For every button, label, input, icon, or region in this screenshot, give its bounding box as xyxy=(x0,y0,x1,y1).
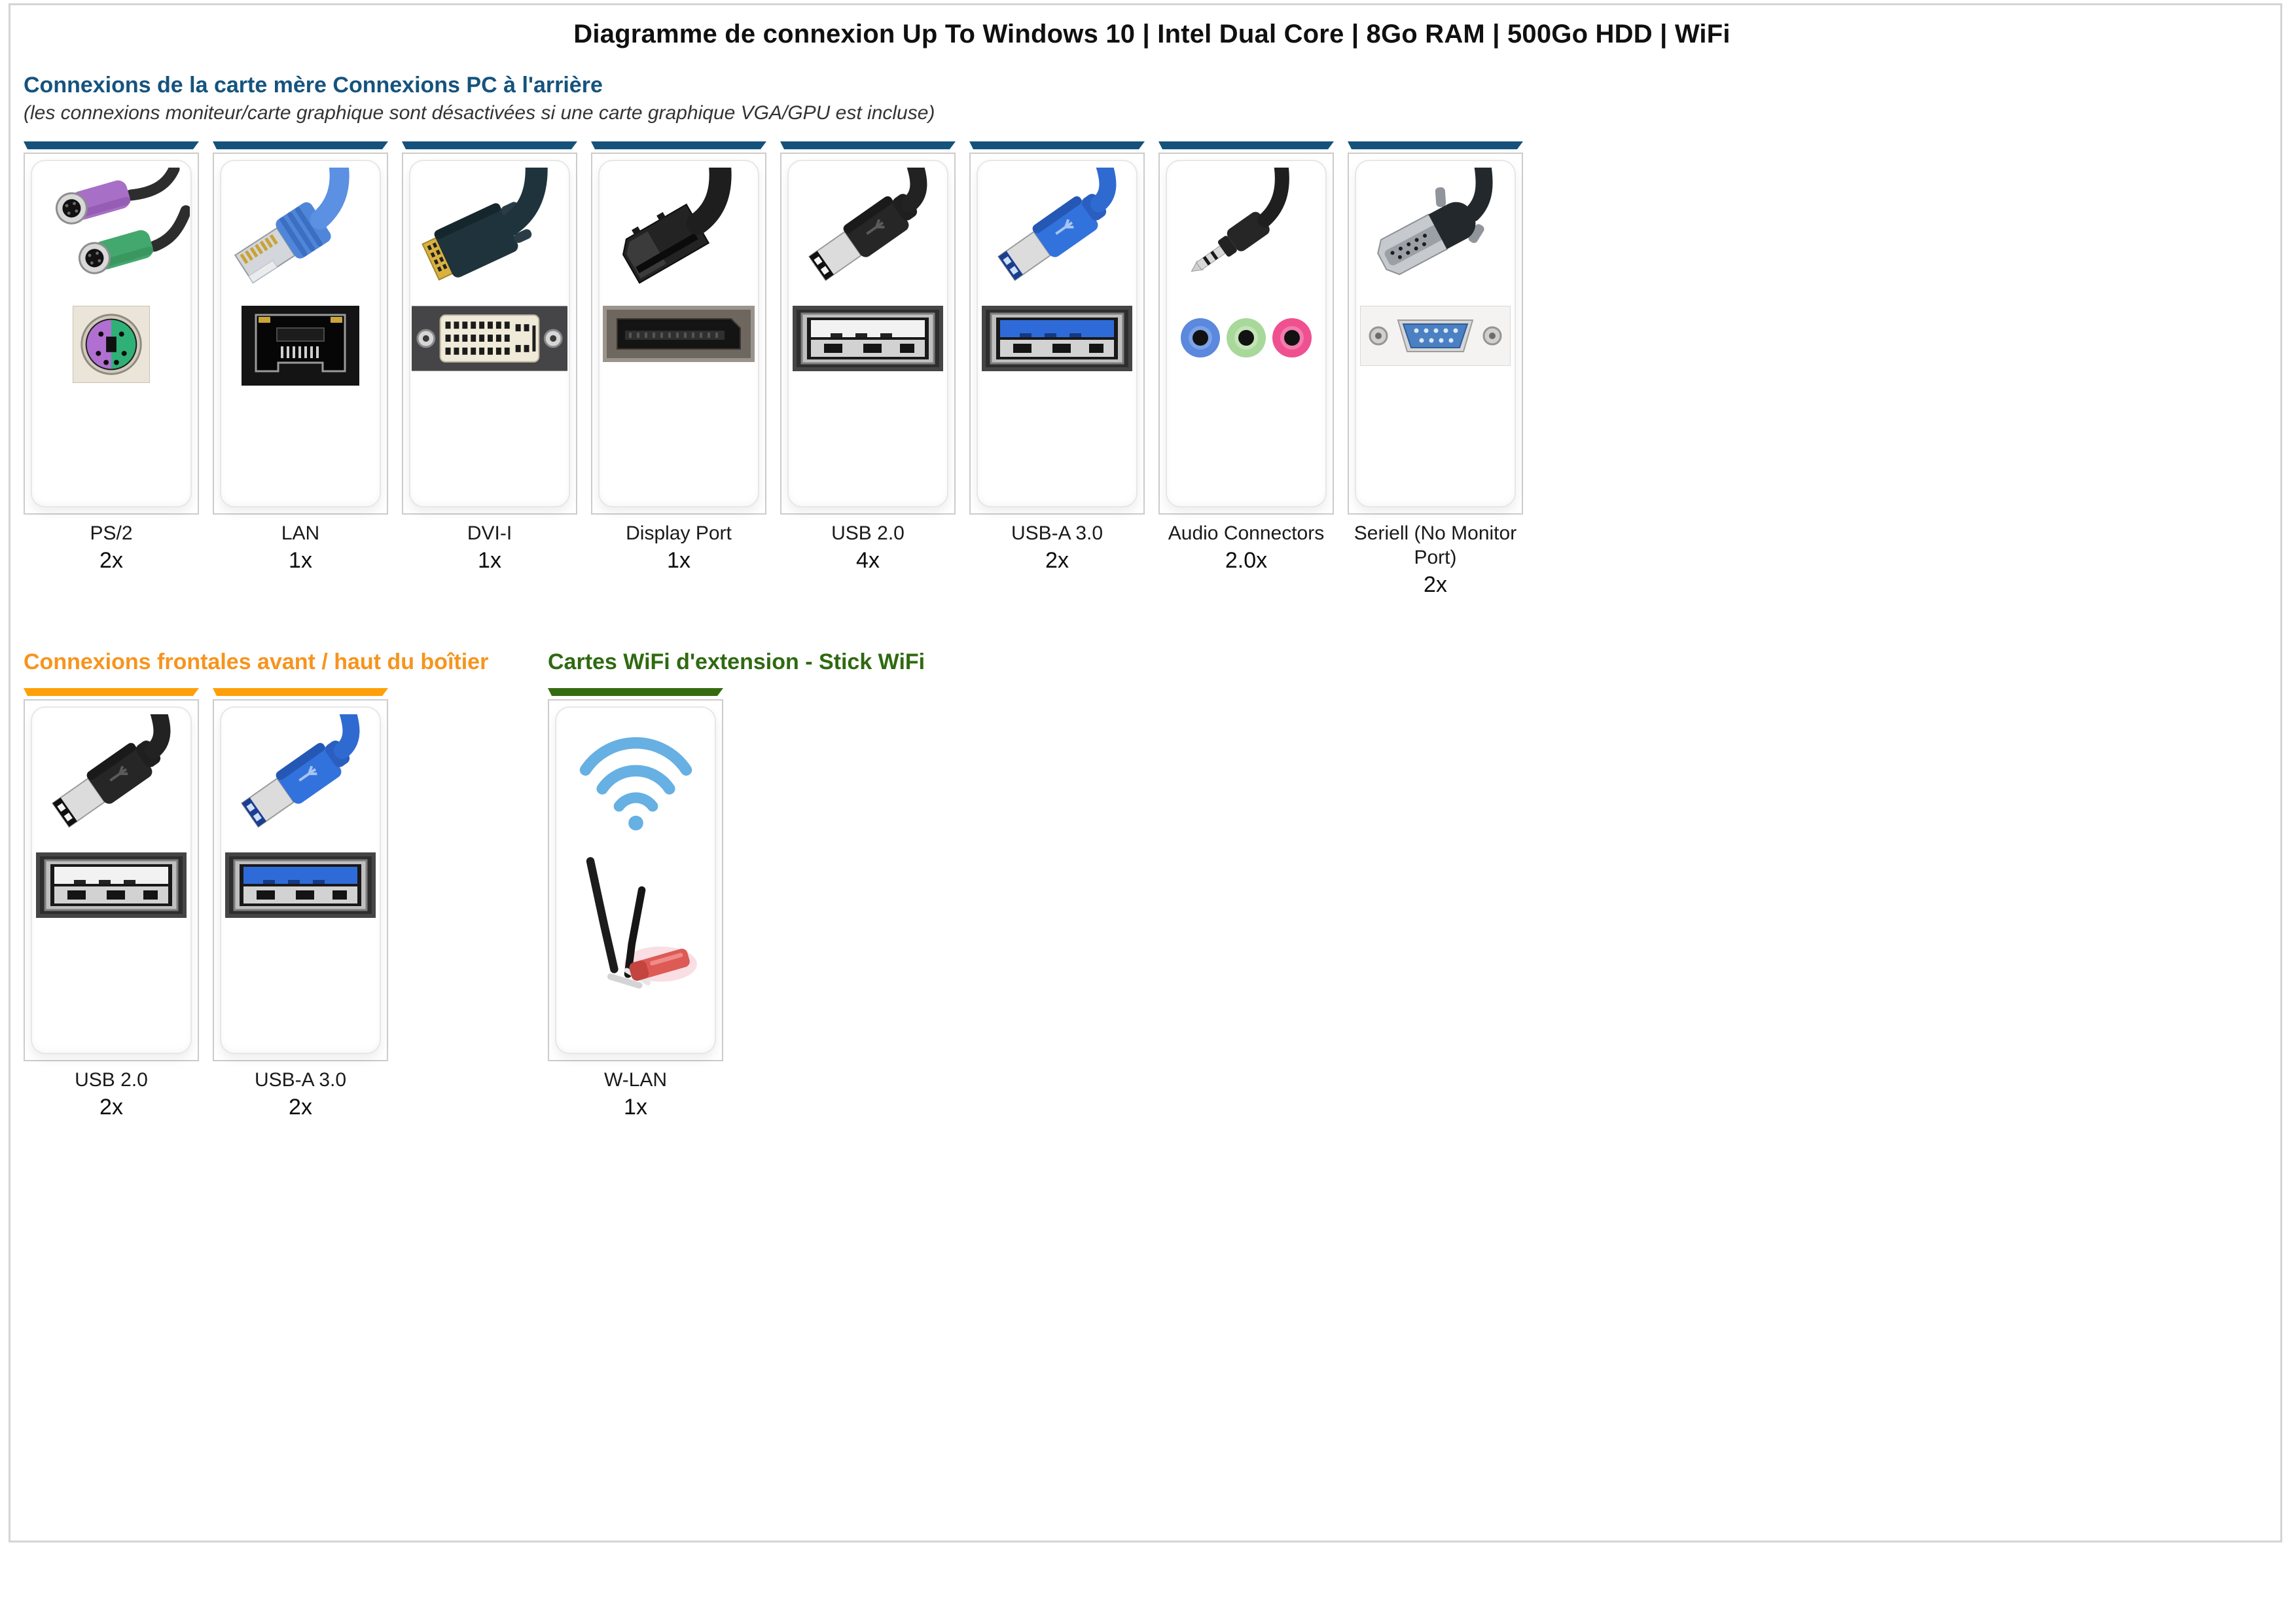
card-count: 1x xyxy=(667,548,691,573)
card-box xyxy=(213,153,388,515)
usb2-cable-icon xyxy=(789,168,946,302)
page-title: Diagramme de connexion Up To Windows 10 … xyxy=(573,20,1731,48)
card-accent-bar xyxy=(402,141,577,149)
card-accent-bar xyxy=(24,141,199,149)
card-box xyxy=(24,153,199,515)
card-usb2-rear: USB 2.0 4x xyxy=(780,141,956,598)
card-label: W-LAN xyxy=(603,1069,668,1091)
card-accent-bar xyxy=(780,141,956,149)
card-usb3-front: USB-A 3.0 2x xyxy=(213,688,388,1121)
section-heading-wifi: Cartes WiFi d'extension - Stick WiFi xyxy=(548,649,925,674)
card-label: USB-A 3.0 xyxy=(1011,522,1103,544)
serial-port-icon xyxy=(1360,306,1511,391)
section-subtitle-rear: (les connexions moniteur/carte graphique… xyxy=(24,102,935,124)
card-count: 2x xyxy=(289,1095,312,1120)
card-panel xyxy=(598,160,759,507)
wifi-signal-icon xyxy=(572,714,700,848)
displayport-cable-icon xyxy=(600,168,757,302)
card-accent-bar xyxy=(969,141,1145,149)
section-heading-front: Connexions frontales avant / haut du boî… xyxy=(24,649,489,674)
ps2-cable-icon xyxy=(33,168,190,302)
usb3-cable-icon xyxy=(222,714,379,848)
card-dvi: DVI-I 1x xyxy=(402,141,577,598)
card-count: 2x xyxy=(1424,572,1447,597)
card-count: 1x xyxy=(289,548,312,573)
card-label: Display Port xyxy=(626,522,732,544)
card-box xyxy=(969,153,1145,515)
card-accent-bar xyxy=(591,141,766,149)
card-wlan: W-LAN 1x xyxy=(548,688,723,1121)
card-label: USB-A 3.0 xyxy=(254,1069,347,1091)
card-box xyxy=(780,153,956,515)
card-count: 2x xyxy=(99,1095,123,1120)
card-usb2-front: USB 2.0 2x xyxy=(24,688,199,1121)
card-label: DVI-I xyxy=(467,522,512,544)
audio-jack-cable-icon xyxy=(1168,168,1325,302)
usb2-port-icon xyxy=(36,852,187,938)
rj45-cable-icon xyxy=(222,168,379,302)
card-count: 2.0x xyxy=(1225,548,1268,573)
card-audio: Audio Connectors 2.0x xyxy=(1158,141,1334,598)
card-panel xyxy=(220,160,381,507)
card-ps2: PS/2 2x xyxy=(24,141,199,598)
card-panel xyxy=(555,706,716,1054)
card-lan: LAN 1x xyxy=(213,141,388,598)
card-panel xyxy=(1355,160,1516,507)
audio-ports-icon xyxy=(1171,306,1321,391)
section-wifi: Cartes WiFi d'extension - Stick WiFi xyxy=(548,649,925,1121)
card-box xyxy=(24,699,199,1061)
card-box xyxy=(1158,153,1334,515)
card-count: 1x xyxy=(624,1095,647,1120)
card-displayport: Display Port 1x xyxy=(591,141,766,598)
card-count: 1x xyxy=(478,548,501,573)
card-box xyxy=(213,699,388,1061)
dvi-port-icon xyxy=(412,306,567,391)
rj45-port-icon xyxy=(242,306,359,391)
dvi-cable-icon xyxy=(411,168,568,302)
card-label: Audio Connectors xyxy=(1168,522,1325,544)
rear-cards-row: PS/2 2x xyxy=(24,141,2280,598)
ps2-port-icon xyxy=(73,306,150,391)
card-box xyxy=(402,153,577,515)
usb3-port-icon xyxy=(225,852,376,938)
usb2-cable-icon xyxy=(33,714,190,848)
card-label: LAN xyxy=(281,522,320,544)
usb3-cable-icon xyxy=(978,168,1136,302)
card-box xyxy=(591,153,766,515)
card-count: 2x xyxy=(1045,548,1069,573)
card-panel xyxy=(977,160,1138,507)
card-accent-bar xyxy=(213,688,388,696)
section-front: Connexions frontales avant / haut du boî… xyxy=(24,649,489,1121)
card-panel xyxy=(31,706,192,1054)
card-count: 2x xyxy=(99,548,123,573)
card-accent-bar xyxy=(548,688,723,696)
card-panel xyxy=(409,160,570,507)
card-panel xyxy=(787,160,948,507)
row2-spacer xyxy=(388,649,548,1121)
usb3-port-icon xyxy=(982,306,1132,391)
card-label: USB 2.0 xyxy=(75,1069,148,1091)
page-frame: Diagramme de connexion Up To Windows 10 … xyxy=(9,3,2282,1542)
card-usb3-rear: USB-A 3.0 2x xyxy=(969,141,1145,598)
serial-cable-icon xyxy=(1357,168,1514,302)
card-box xyxy=(1348,153,1523,515)
card-label: PS/2 xyxy=(90,522,133,544)
card-box xyxy=(548,699,723,1061)
card-accent-bar xyxy=(24,688,199,696)
card-panel xyxy=(31,160,192,507)
card-panel xyxy=(220,706,381,1054)
card-serial: Seriell (No Monitor Port) 2x xyxy=(1348,141,1523,598)
section-heading-rear: Connexions de la carte mère Connexions P… xyxy=(24,73,603,98)
displayport-port-icon xyxy=(603,306,755,391)
card-panel xyxy=(1166,160,1327,507)
card-label: USB 2.0 xyxy=(831,522,905,544)
card-count: 4x xyxy=(856,548,880,573)
card-label: Seriell (No Monitor Port) xyxy=(1354,522,1517,568)
card-accent-bar xyxy=(1158,141,1334,149)
card-accent-bar xyxy=(213,141,388,149)
card-accent-bar xyxy=(1348,141,1523,149)
usb2-port-icon xyxy=(793,306,943,391)
wifi-stick-icon xyxy=(564,852,708,1003)
